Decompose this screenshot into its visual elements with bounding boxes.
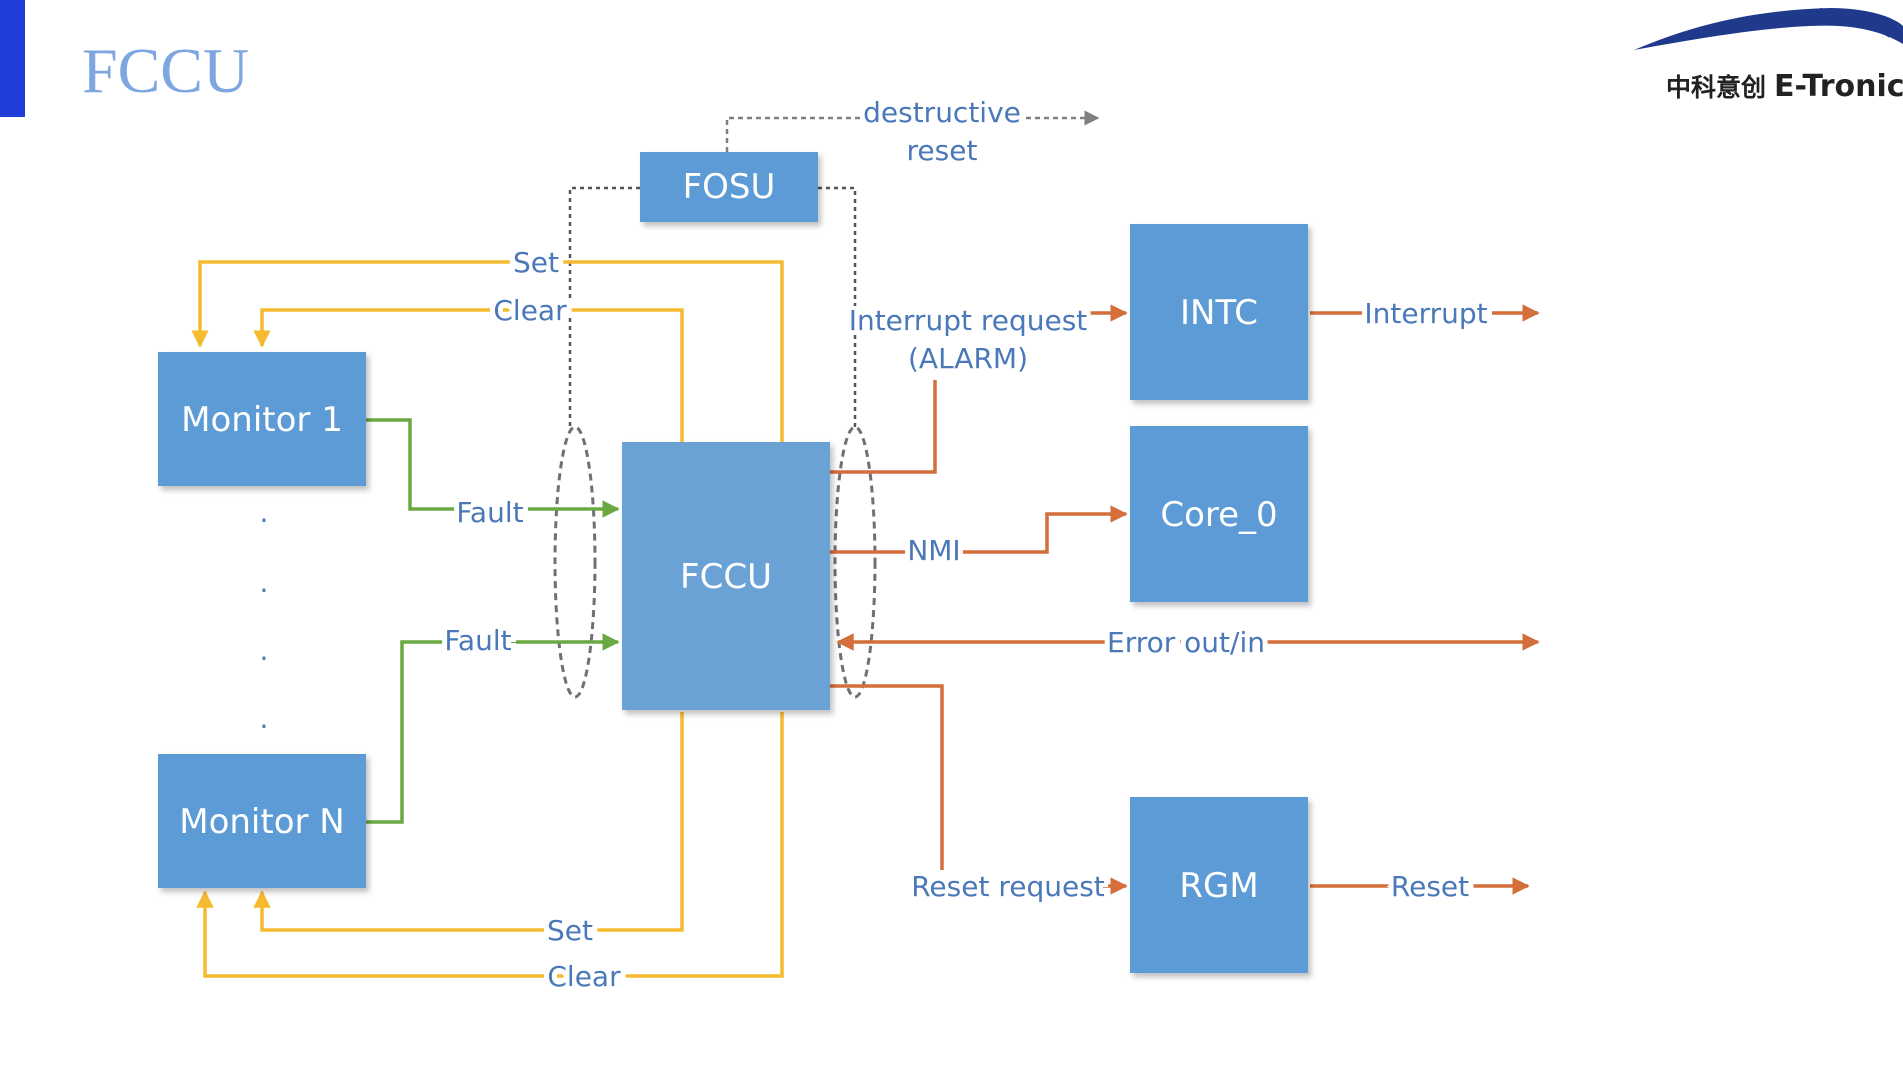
reset-request-label: Reset request <box>911 870 1105 903</box>
monitor-1-label: Monitor 1 <box>181 400 343 440</box>
dot-2: . <box>260 566 269 599</box>
interrupt-label: Interrupt <box>1364 297 1487 330</box>
set-bottom-label: Set <box>547 914 593 947</box>
destructive-label: destructive <box>863 96 1021 129</box>
left-signal-group <box>553 425 597 699</box>
interrupt-request-label: Interrupt request <box>849 304 1088 337</box>
clear-bottom-line <box>196 712 784 978</box>
fault-n-label: Fault <box>444 624 511 657</box>
block-monitor-1: Monitor 1 <box>158 352 366 486</box>
clear-top-line <box>253 308 684 442</box>
core-0-label: Core_0 <box>1160 495 1277 535</box>
set-top-line <box>191 260 784 442</box>
fosu-links <box>568 186 857 428</box>
logo-en: E-Tronic <box>1774 69 1903 104</box>
intc-label: INTC <box>1180 293 1258 333</box>
slide-title: FCCU <box>82 35 249 106</box>
block-intc: INTC <box>1130 224 1308 400</box>
title-accent-bar <box>0 0 25 117</box>
block-fccu: FCCU <box>622 442 830 710</box>
clear-bottom-label: Clear <box>547 960 621 993</box>
block-monitor-n: Monitor N <box>158 754 366 888</box>
fosu-label: FOSU <box>683 167 776 207</box>
block-core-0: Core_0 <box>1130 426 1308 602</box>
set-clear-lines <box>191 260 784 978</box>
etronic-logo: 中科意创 E-Tronic <box>1634 8 1903 104</box>
block-rgm: RGM <box>1130 797 1308 973</box>
clear-top-label: Clear <box>493 294 567 327</box>
monitor-ellipsis: . . . . <box>260 496 269 735</box>
fccu-label: FCCU <box>680 557 772 597</box>
set-bottom-line <box>253 712 684 932</box>
logo-swoosh-icon <box>1634 8 1903 50</box>
monitor-n-label: Monitor N <box>179 802 344 842</box>
dot-1: . <box>260 496 269 529</box>
fault-1-label: Fault <box>456 496 523 529</box>
nmi-arrow <box>830 505 1128 554</box>
fosu-left-link <box>568 186 640 428</box>
connection-labels: destructive reset Set Clear Fault Fault … <box>439 92 1492 998</box>
nmi-label: NMI <box>907 534 960 567</box>
destructive-reset-arrow <box>725 110 1100 152</box>
logo-cn: 中科意创 <box>1666 73 1766 102</box>
alarm-label: (ALARM) <box>908 342 1028 375</box>
fault-n-line <box>366 633 620 824</box>
dot-3: . <box>260 634 269 667</box>
dot-4: . <box>260 702 269 735</box>
reset-request-line <box>830 684 944 870</box>
set-top-label: Set <box>513 246 559 279</box>
fault-lines <box>366 418 620 824</box>
error-out-in-label: Error out/in <box>1107 626 1265 659</box>
alarm-stub-line <box>830 380 937 474</box>
rgm-label: RGM <box>1179 866 1258 906</box>
reset-out-label: Reset <box>1391 870 1469 903</box>
block-fosu: FOSU <box>640 152 818 222</box>
right-signal-group <box>833 425 877 699</box>
output-lines <box>830 304 1540 895</box>
reset-word-label: reset <box>907 134 978 167</box>
fault-1-line <box>366 418 620 518</box>
